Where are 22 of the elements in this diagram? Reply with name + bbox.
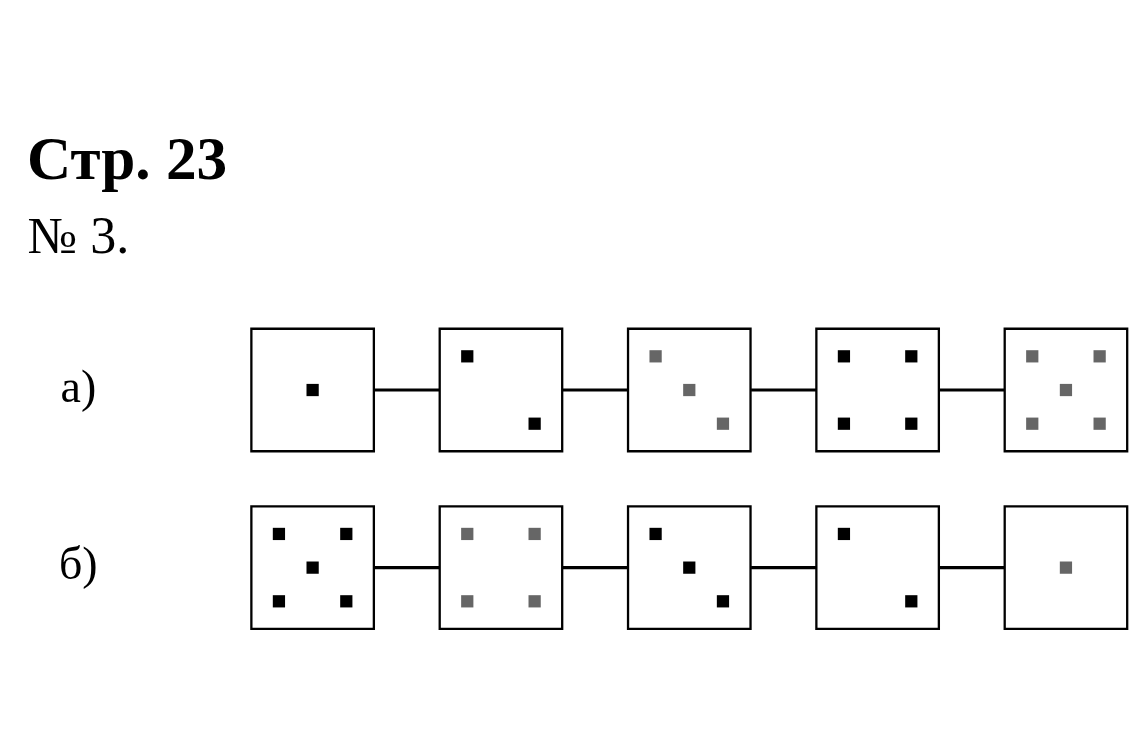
connector — [751, 565, 817, 569]
label: а) — [60, 360, 97, 411]
connector — [939, 388, 1005, 392]
node-box — [815, 504, 940, 630]
node-box — [250, 327, 375, 452]
label: б) — [59, 537, 98, 589]
node-box — [250, 504, 375, 630]
node-box — [438, 504, 564, 630]
node-box — [626, 504, 752, 630]
node-box — [1003, 504, 1129, 630]
node-box — [1003, 327, 1129, 452]
label: № 3. — [27, 206, 130, 264]
connector — [751, 388, 817, 392]
node-box — [438, 327, 564, 452]
node-box — [626, 327, 752, 452]
node-box — [815, 327, 940, 452]
connector — [562, 565, 628, 569]
connector — [374, 565, 440, 569]
connector — [374, 388, 440, 392]
connector — [939, 565, 1005, 569]
connector — [562, 388, 628, 392]
diagram-title: Стр. 23 — [27, 123, 228, 192]
